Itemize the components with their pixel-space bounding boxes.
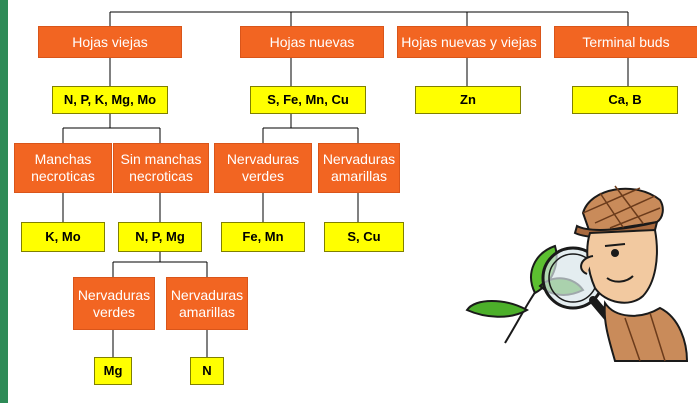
node-nervaduras-verdes-2: Nervaduras verdes (73, 277, 155, 330)
node-hojas-nuevas: Hojas nuevas (240, 26, 384, 58)
node-nervaduras-amarillas-1: Nervaduras amarillas (318, 143, 400, 193)
node-hojas-viejas: Hojas viejas (38, 26, 182, 58)
result-s-cu: S, Cu (324, 222, 404, 252)
detective-magnifier-illustration (465, 185, 689, 362)
detective-coat (603, 300, 689, 362)
node-sin-manchas-necroticas: Sin manchas necroticas (113, 143, 209, 193)
result-k-mo: K, Mo (21, 222, 105, 252)
node-nervaduras-verdes-1: Nervaduras verdes (214, 143, 312, 193)
node-nervaduras-amarillas-2: Nervaduras amarillas (166, 277, 248, 330)
node-hojas-nuevas-y-viejas: Hojas nuevas y viejas (397, 26, 541, 58)
nutrients-hojas-nuevas-y-viejas: Zn (415, 86, 521, 114)
detective-face (580, 228, 658, 304)
nutrients-hojas-viejas: N, P, K, Mg, Mo (52, 86, 168, 114)
result-n: N (190, 357, 224, 385)
node-manchas-necroticas: Manchas necroticas (14, 143, 112, 193)
result-fe-mn: Fe, Mn (221, 222, 305, 252)
nutrients-hojas-nuevas: S, Fe, Mn, Cu (250, 86, 366, 114)
result-mg: Mg (94, 357, 132, 385)
result-n-p-mg: N, P, Mg (118, 222, 202, 252)
left-accent-bar (0, 0, 8, 403)
node-terminal-buds: Terminal buds (554, 26, 697, 58)
nutrients-terminal-buds: Ca, B (572, 86, 678, 114)
